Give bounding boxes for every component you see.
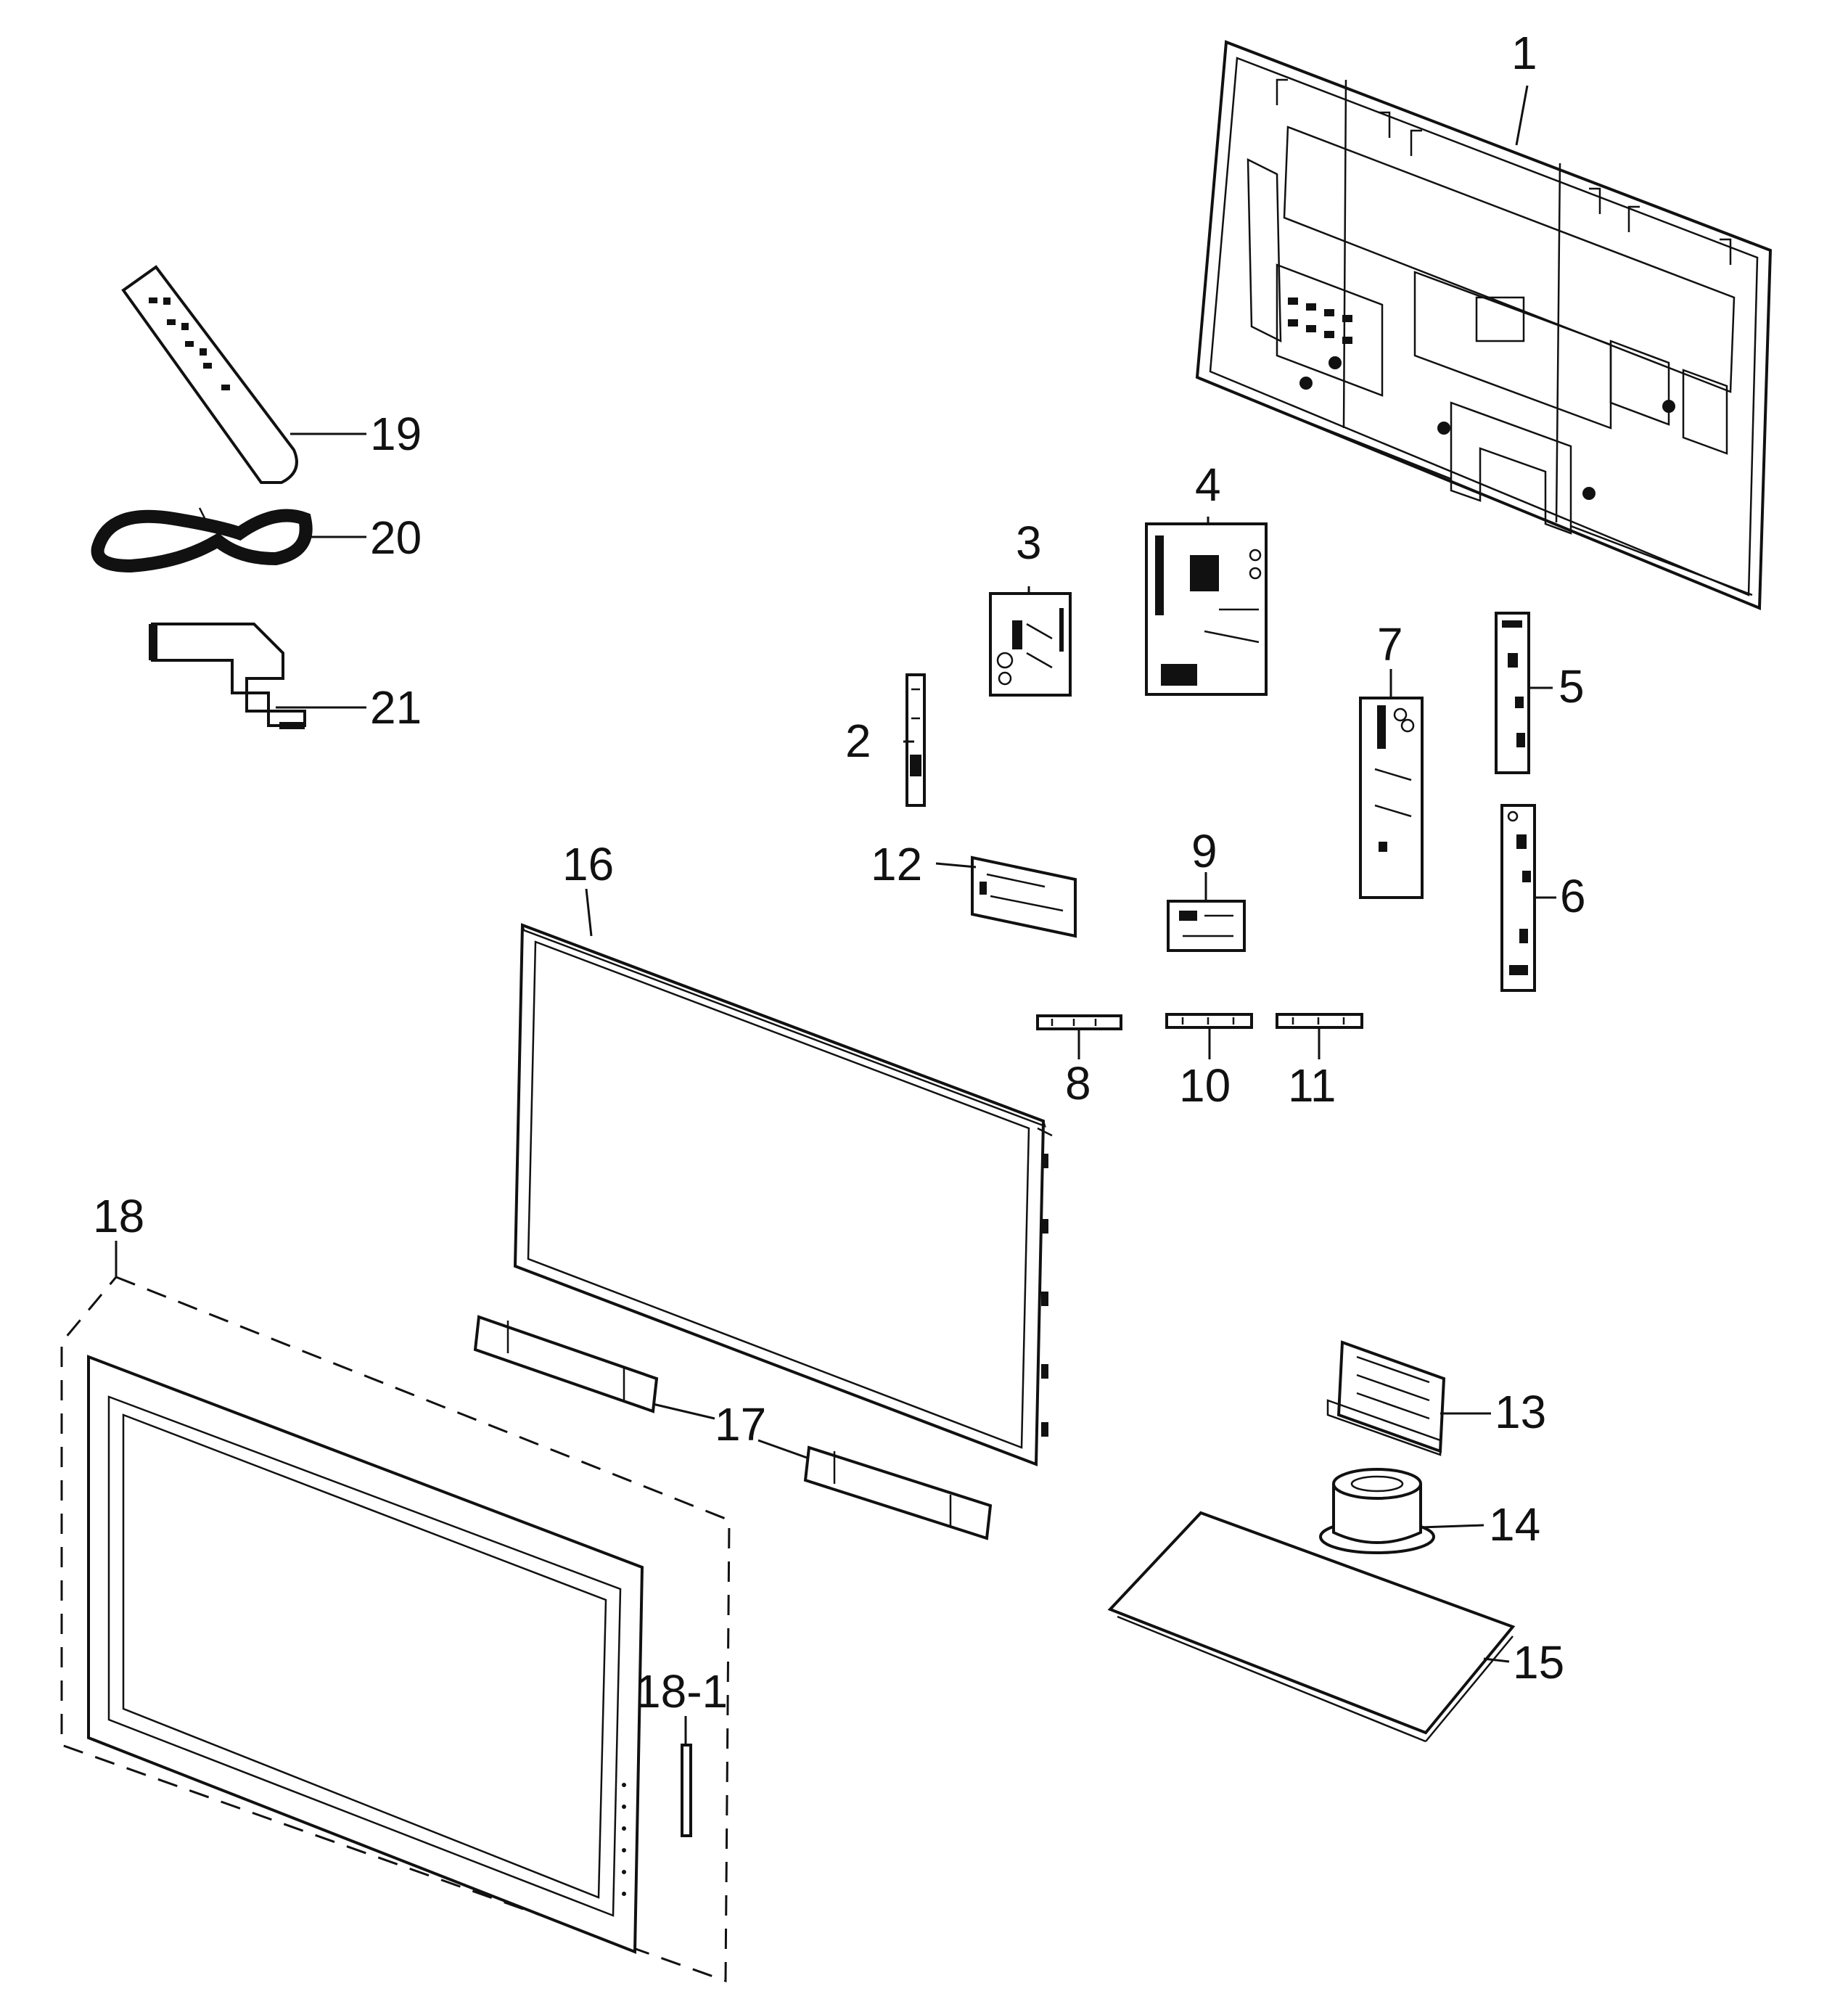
part-17-speakers <box>473 1315 993 1540</box>
callout-14: 14 <box>1489 1498 1540 1551</box>
part-1-rear-cover <box>1195 40 1773 610</box>
part-21-ribbon-cable <box>149 623 306 729</box>
callout-18-1: 18-1 <box>635 1665 728 1717</box>
callout-13: 13 <box>1495 1386 1546 1438</box>
part-10-board <box>1165 1013 1253 1029</box>
callout-21: 21 <box>370 681 422 734</box>
callout-5: 5 <box>1559 660 1585 713</box>
part-11-board <box>1276 1013 1363 1029</box>
part-9-board <box>1167 900 1246 952</box>
part-13-stand-bracket <box>1326 1340 1446 1456</box>
part-7-board <box>1359 697 1424 899</box>
callout-20: 20 <box>370 512 422 564</box>
leader-lines <box>115 85 1556 1745</box>
callout-6: 6 <box>1560 870 1586 922</box>
callout-labels: 1 2 3 4 5 6 7 8 9 10 11 12 13 14 15 16 1… <box>93 27 1586 1717</box>
callout-7: 7 <box>1377 618 1403 670</box>
part-6-board <box>1500 804 1536 992</box>
part-4-board <box>1145 522 1268 696</box>
callout-10: 10 <box>1179 1059 1231 1112</box>
part-16-display-panel <box>513 923 1053 1466</box>
callout-11: 11 <box>1288 1059 1336 1112</box>
part-2-board <box>905 673 926 807</box>
callout-3: 3 <box>1016 517 1042 569</box>
part-14-stand-neck <box>1319 1468 1435 1554</box>
part-15-stand-base <box>1107 1511 1516 1743</box>
callout-19: 19 <box>370 408 422 460</box>
part-3-board <box>989 592 1072 697</box>
callout-16: 16 <box>562 838 614 890</box>
part-5-board <box>1495 612 1530 774</box>
part-18-1-strip <box>681 1744 692 1837</box>
callout-12: 12 <box>871 838 922 890</box>
callout-1: 1 <box>1511 27 1537 79</box>
callout-4: 4 <box>1195 459 1221 511</box>
callout-15: 15 <box>1513 1636 1564 1688</box>
part-12-board <box>971 855 1077 938</box>
part-8-board <box>1036 1014 1122 1030</box>
part-18-front-bezel <box>60 1276 731 1983</box>
part-19-remote-control <box>121 265 298 484</box>
callout-18: 18 <box>93 1190 144 1242</box>
callout-2: 2 <box>845 715 871 767</box>
callout-17: 17 <box>715 1398 766 1450</box>
callout-8: 8 <box>1065 1057 1091 1109</box>
callout-9: 9 <box>1191 825 1217 877</box>
part-20-power-cord <box>91 507 313 573</box>
